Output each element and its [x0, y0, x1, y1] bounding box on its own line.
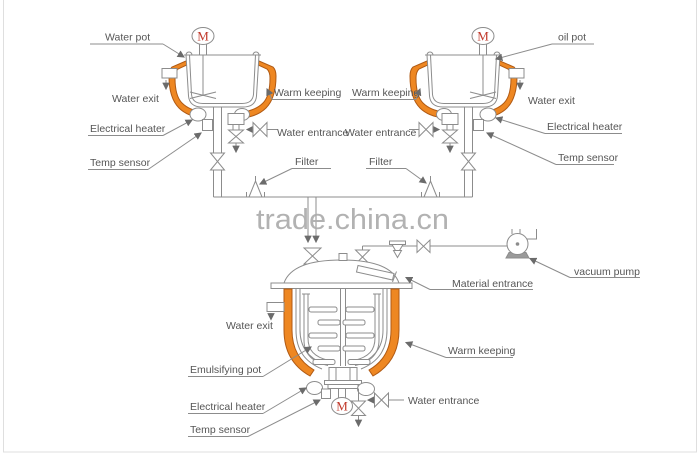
svg-text:Material entrance: Material entrance: [452, 278, 533, 290]
motor-oval: [471, 27, 495, 45]
label-water-exit-right: Water exit: [528, 95, 575, 107]
drain-valve: [350, 400, 367, 416]
label-warm-keeping-bottom: Warm keeping: [404, 341, 515, 358]
electrical-heater-element-right: [357, 382, 375, 396]
water-pot-assembly: [162, 44, 277, 197]
svg-text:Temp sensor: Temp sensor: [190, 424, 251, 436]
label-filter-right: Filter: [366, 156, 427, 184]
label-oil-pot: oil pot: [494, 32, 594, 61]
label-temp-sensor-bottom: Temp sensor: [188, 399, 322, 437]
label-temp-sensor-left: Temp sensor: [88, 132, 202, 170]
outlet-flange-plate: [327, 384, 359, 389]
svg-text:Warm keeping: Warm keeping: [274, 87, 341, 99]
water-pot-motor: M: [191, 27, 215, 45]
svg-text:Water pot: Water pot: [105, 32, 150, 44]
vessel-walls: [295, 289, 388, 370]
svg-text:Temp sensor: Temp sensor: [558, 152, 619, 164]
svg-text:Warm keeping: Warm keeping: [352, 87, 419, 99]
warm-keeping-jacket-right: [368, 288, 400, 377]
label-water-pot: Water pot: [90, 32, 185, 58]
label-water-entrance-left: Water entrance: [277, 127, 349, 139]
paddle-bars: [308, 306, 375, 365]
motor-oval: [191, 27, 215, 45]
svg-text:Filter: Filter: [369, 156, 393, 168]
label-warm-keeping-left: Warm keeping: [266, 87, 341, 100]
homogenizer-motor: M: [331, 397, 353, 415]
feed-valve: [302, 247, 323, 265]
filter-right-symbol: [421, 176, 440, 198]
warm-keeping-jacket-left: [283, 288, 315, 377]
oil-pot-motor: M: [471, 27, 495, 45]
outlet-flange-plate: [324, 380, 362, 385]
temp-sensor-probe: [321, 388, 331, 399]
watermark-text: trade.china.cn: [256, 204, 449, 236]
motor-letter: M: [336, 399, 348, 414]
label-material-entrance: Material entrance: [404, 276, 533, 290]
label-vacuum-pump: vacuum pump: [528, 257, 640, 278]
motor-letter: M: [477, 29, 489, 44]
svg-text:vacuum pump: vacuum pump: [574, 266, 640, 278]
electrical-heater-element-left: [306, 381, 323, 395]
feed-pipe: [304, 197, 320, 244]
label-water-exit-bottom: Water exit: [226, 320, 273, 332]
water-entrance-valve: [374, 391, 389, 409]
homogenizer-stem: [338, 388, 346, 399]
label-electrical-heater-left: Electrical heater: [88, 119, 193, 136]
svg-text:Electrical heater: Electrical heater: [547, 121, 623, 133]
motor-oval: [331, 397, 353, 415]
label-temp-sensor-right: Temp sensor: [485, 132, 619, 165]
label-electrical-heater-bottom: Electrical heater: [188, 387, 307, 414]
emulsifying-pot-assembly: M: [266, 229, 537, 428]
svg-text:Warm keeping: Warm keeping: [448, 345, 515, 357]
svg-text:oil pot: oil pot: [558, 32, 586, 44]
label-water-exit-left: Water exit: [112, 93, 159, 105]
bottom-outlet-box: [328, 367, 358, 381]
svg-text:Electrical heater: Electrical heater: [190, 401, 266, 413]
label-warm-keeping-right: Warm keeping: [350, 87, 422, 100]
label-emulsifying-pot: Emulsifying pot: [188, 346, 312, 377]
svg-text:Filter: Filter: [295, 156, 319, 168]
label-electrical-heater-right: Electrical heater: [494, 116, 623, 134]
label-water-entrance-bottom: Water entrance: [408, 395, 480, 407]
water-exit-stub: [266, 302, 285, 312]
frame-agitator: [302, 293, 381, 366]
vacuum-line-valve: [416, 238, 431, 254]
label-filter-left: Filter: [258, 156, 331, 185]
svg-text:Emulsifying pot: Emulsifying pot: [190, 364, 261, 376]
sight-glass-symbol: [389, 240, 406, 259]
label-water-entrance-right: Water entrance: [345, 127, 417, 139]
filter-left-symbol: [246, 176, 265, 198]
svg-text:Electrical heater: Electrical heater: [90, 123, 166, 135]
image-border: [3, 0, 697, 453]
oil-pot-assembly: [409, 44, 524, 197]
motor-stem: [338, 253, 348, 261]
vacuum-pump-symbol: [505, 229, 537, 259]
material-entrance-nozzle: [355, 264, 397, 283]
pot-flange: [270, 282, 413, 289]
motor-letter: M: [197, 29, 209, 44]
svg-text:Temp sensor: Temp sensor: [90, 157, 151, 169]
